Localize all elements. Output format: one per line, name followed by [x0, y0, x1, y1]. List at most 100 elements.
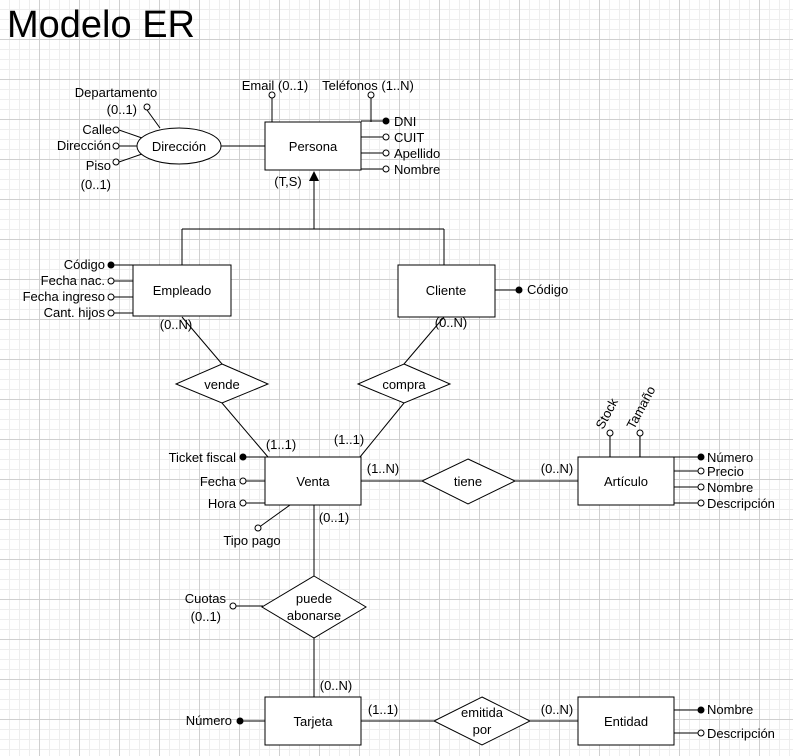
entity-articulo[interactable]: Artículo — [577, 456, 675, 506]
entity-venta[interactable]: Venta — [264, 456, 362, 506]
attr-entidad-descripcion: Descripción — [707, 726, 775, 741]
attr-empleado-codigo: Código — [64, 257, 105, 272]
card-venta-tiene: (1..N) — [367, 461, 400, 476]
attr-entidad-nombre: Nombre — [707, 702, 753, 717]
entity-cliente-label: Cliente — [426, 283, 466, 298]
attr-abonarse-cuotas-card: (0..1) — [191, 609, 221, 624]
attr-tarjeta-numero: Número — [186, 713, 232, 728]
attribute-departamento-marker — [143, 103, 151, 111]
key-attribute-dni-marker — [382, 117, 390, 125]
attribute-hora-marker — [239, 499, 247, 507]
attribute-nombre-marker — [382, 165, 390, 173]
relationship-compra[interactable]: compra — [356, 363, 452, 404]
card-tarjeta-emitida: (1..1) — [368, 702, 398, 717]
attribute-descripcion-entidad-marker — [697, 729, 705, 737]
attribute-descripcion-articulo-marker — [697, 499, 705, 507]
key-attribute-nombre-entidad-marker — [697, 706, 705, 714]
direccion-label: Dirección — [152, 139, 206, 154]
attr-articulo-nombre: Nombre — [707, 480, 753, 495]
key-attribute-codigo-empleado-marker — [107, 261, 115, 269]
specialization-label: (T,S) — [274, 174, 301, 189]
diagram-title: Modelo ER — [7, 4, 195, 46]
attribute-tamano-marker — [636, 429, 644, 437]
attr-cliente-codigo: Código — [527, 282, 568, 297]
connectors — [111, 98, 699, 734]
attr-persona-email: Email (0..1) — [242, 78, 308, 93]
card-tarjeta-abonarse: (0..N) — [320, 678, 353, 693]
relationship-vende[interactable]: vende — [174, 363, 270, 404]
relationship-vende-label: vende — [204, 377, 239, 392]
attr-direccion-departamento-card: (0..1) — [107, 102, 137, 117]
attr-persona-apellido: Apellido — [394, 146, 440, 161]
relationship-puede-abonarse-line1: puede — [296, 591, 332, 606]
composite-attribute-direccion[interactable]: Dirección — [136, 127, 222, 165]
card-entidad-emitida: (0..N) — [541, 702, 574, 717]
attr-articulo-precio: Precio — [707, 464, 744, 479]
attribute-direccion-marker — [112, 142, 120, 150]
attr-articulo-numero: Número — [707, 450, 753, 465]
entity-persona[interactable]: Persona — [264, 121, 362, 171]
attr-venta-fecha: Fecha — [200, 474, 237, 489]
entity-cliente[interactable]: Cliente — [397, 264, 496, 318]
attribute-email-marker — [268, 91, 276, 99]
entity-persona-label: Persona — [289, 139, 338, 154]
relationship-emitida-por[interactable]: emitida por — [432, 696, 532, 746]
attribute-tipo-pago-marker — [254, 524, 262, 532]
attr-direccion-departamento: Departamento — [75, 85, 157, 100]
attribute-fecha-marker — [239, 477, 247, 485]
key-attribute-numero-articulo-marker — [697, 453, 705, 461]
relationship-puede-abonarse[interactable]: puede abonarse — [261, 575, 367, 639]
card-empleado-vende: (0..N) — [160, 317, 193, 332]
attr-empleado-fecha-nac: Fecha nac. — [41, 273, 105, 288]
attribute-calle-marker — [112, 126, 120, 134]
attr-direccion-piso-card: (0..1) — [81, 177, 111, 192]
key-attribute-numero-tarjeta-marker — [236, 717, 244, 725]
attr-direccion-piso: Piso — [86, 158, 111, 173]
attribute-stock-marker — [606, 429, 614, 437]
attribute-nombre-articulo-marker — [697, 483, 705, 491]
attr-venta-tipo-pago: Tipo pago — [223, 533, 280, 548]
relationship-compra-label: compra — [382, 377, 426, 392]
card-venta-compra: (1..1) — [334, 432, 364, 447]
relationship-emitida-por-line1: emitida — [461, 705, 504, 720]
attr-persona-telefonos: Teléfonos (1..N) — [322, 78, 414, 93]
attr-venta-ticket-fiscal: Ticket fiscal — [169, 450, 237, 465]
entity-empleado-label: Empleado — [153, 283, 212, 298]
card-articulo-tiene: (0..N) — [541, 461, 574, 476]
attribute-apellido-marker — [382, 149, 390, 157]
attribute-fecha-nac-marker — [107, 277, 115, 285]
relationship-emitida-por-line2: por — [473, 722, 492, 737]
attr-empleado-fecha-ingreso: Fecha ingreso — [23, 289, 105, 304]
attr-persona-cuit: CUIT — [394, 130, 424, 145]
attr-empleado-cant-hijos: Cant. hijos — [44, 305, 106, 320]
attr-venta-hora: Hora — [208, 496, 237, 511]
attr-persona-dni: DNI — [394, 114, 416, 129]
attr-articulo-descripcion: Descripción — [707, 496, 775, 511]
entity-tarjeta-label: Tarjeta — [293, 714, 333, 729]
relationship-tiene-label: tiene — [454, 474, 482, 489]
attr-direccion-direccion: Dirección — [57, 138, 111, 153]
entity-tarjeta[interactable]: Tarjeta — [264, 696, 362, 746]
attribute-piso-marker — [112, 158, 120, 166]
attribute-cant-hijos-marker — [107, 309, 115, 317]
attribute-fecha-ingreso-marker — [107, 293, 115, 301]
card-venta-vende: (1..1) — [266, 437, 296, 452]
entity-empleado[interactable]: Empleado — [132, 264, 232, 317]
attr-persona-nombre: Nombre — [394, 162, 440, 177]
attribute-cuotas-marker — [229, 602, 237, 610]
attr-articulo-tamano: Tamaño — [623, 384, 658, 432]
key-attribute-ticket-fiscal-marker — [239, 453, 247, 461]
entity-entidad[interactable]: Entidad — [577, 696, 675, 746]
entity-articulo-label: Artículo — [604, 474, 648, 489]
attribute-precio-marker — [697, 467, 705, 475]
attribute-telefonos-marker — [367, 91, 375, 99]
attribute-markers — [107, 91, 705, 737]
attr-direccion-calle: Calle — [82, 122, 112, 137]
card-venta-abonarse: (0..1) — [319, 510, 349, 525]
attr-articulo-stock: Stock — [592, 395, 621, 431]
attribute-cuit-marker — [382, 133, 390, 141]
key-attribute-codigo-cliente-marker — [515, 286, 523, 294]
entity-venta-label: Venta — [296, 474, 330, 489]
relationship-tiene[interactable]: tiene — [420, 458, 517, 505]
entity-entidad-label: Entidad — [604, 714, 648, 729]
